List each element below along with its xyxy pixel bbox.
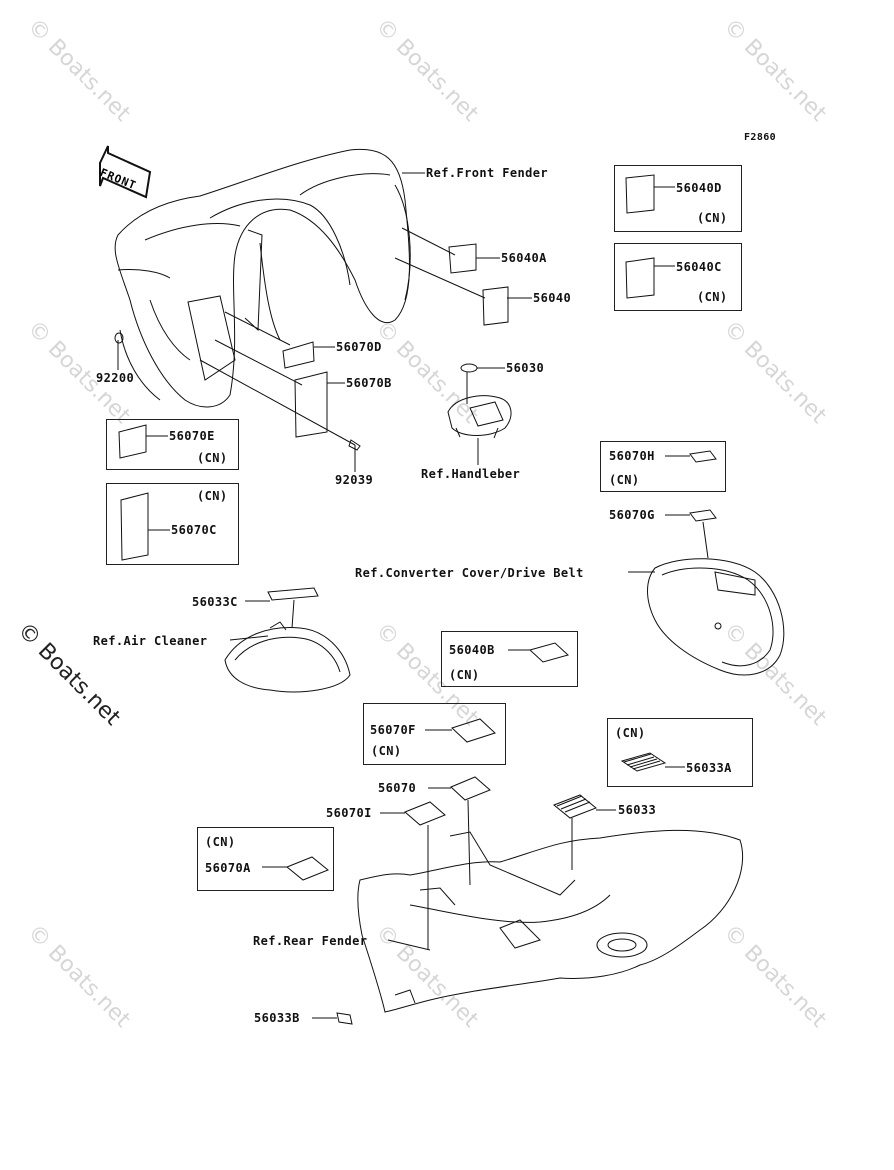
cn-tag: (CN) [371, 744, 402, 758]
part-92200[interactable]: 92200 [96, 371, 135, 385]
cn-tag: (CN) [205, 835, 236, 849]
cn-tag: (CN) [697, 290, 728, 304]
decal-box-56040D [614, 165, 742, 232]
ref-front-fender[interactable]: Ref.Front Fender [426, 166, 548, 180]
decal-box-56040B [441, 631, 578, 687]
front-arrow-icon [99, 145, 152, 199]
ref-air-cleaner[interactable]: Ref.Air Cleaner [93, 634, 208, 648]
part-56040[interactable]: 56040 [533, 291, 572, 305]
cn-tag: (CN) [449, 668, 480, 682]
decal-box-56070H [600, 441, 726, 492]
part-56070D[interactable]: 56070D [336, 340, 382, 354]
part-56070B[interactable]: 56070B [346, 376, 392, 390]
decal-box-56040C [614, 243, 742, 311]
part-56070G[interactable]: 56070G [609, 508, 655, 522]
part-56070I[interactable]: 56070I [326, 806, 372, 820]
decal-box-56070A [197, 827, 334, 891]
ref-rear-fender[interactable]: Ref.Rear Fender [253, 934, 368, 948]
part-56070C[interactable]: 56070C [171, 523, 217, 537]
part-56070[interactable]: 56070 [378, 781, 417, 795]
part-92039[interactable]: 92039 [335, 473, 374, 487]
part-56040D[interactable]: 56040D [676, 181, 722, 195]
part-56033C[interactable]: 56033C [192, 595, 238, 609]
part-56040B[interactable]: 56040B [449, 643, 495, 657]
part-56070A[interactable]: 56070A [205, 861, 251, 875]
converter-cover-drawing [647, 558, 785, 676]
decal-56070D [282, 341, 315, 369]
decal-56040A [448, 243, 477, 274]
decal-box-56070F [363, 703, 506, 765]
decal-box-56033A [607, 718, 753, 787]
decal-box-56070E [106, 419, 239, 470]
decal-56070B [294, 371, 328, 438]
ref-converter-cover[interactable]: Ref.Converter Cover/Drive Belt [355, 566, 584, 580]
decal-box-56070C [106, 483, 239, 565]
part-56070E[interactable]: 56070E [169, 429, 215, 443]
part-56033B[interactable]: 56033B [254, 1011, 300, 1025]
front-fender-drawing [114, 148, 411, 408]
cn-tag: (CN) [197, 489, 228, 503]
part-56033[interactable]: 56033 [618, 803, 657, 817]
handlebar-drawing [447, 363, 512, 465]
part-56030[interactable]: 56030 [506, 361, 545, 375]
part-56040C[interactable]: 56040C [676, 260, 722, 274]
ref-handlebar[interactable]: Ref.Handleber [421, 467, 521, 481]
cn-tag: (CN) [615, 726, 646, 740]
cn-tag: (CN) [697, 211, 728, 225]
part-56070H[interactable]: 56070H [609, 449, 655, 463]
figure-code: F2860 [744, 132, 777, 143]
grommet-92200 [114, 332, 124, 344]
rear-fender-drawing [357, 829, 744, 1013]
clip-92039 [348, 439, 361, 451]
part-56040A[interactable]: 56040A [501, 251, 547, 265]
cn-tag: (CN) [197, 451, 228, 465]
cn-tag: (CN) [609, 473, 640, 487]
part-56033A[interactable]: 56033A [686, 761, 732, 775]
air-cleaner-drawing [224, 621, 351, 693]
part-56070F[interactable]: 56070F [370, 723, 416, 737]
decal-56040 [482, 286, 509, 326]
